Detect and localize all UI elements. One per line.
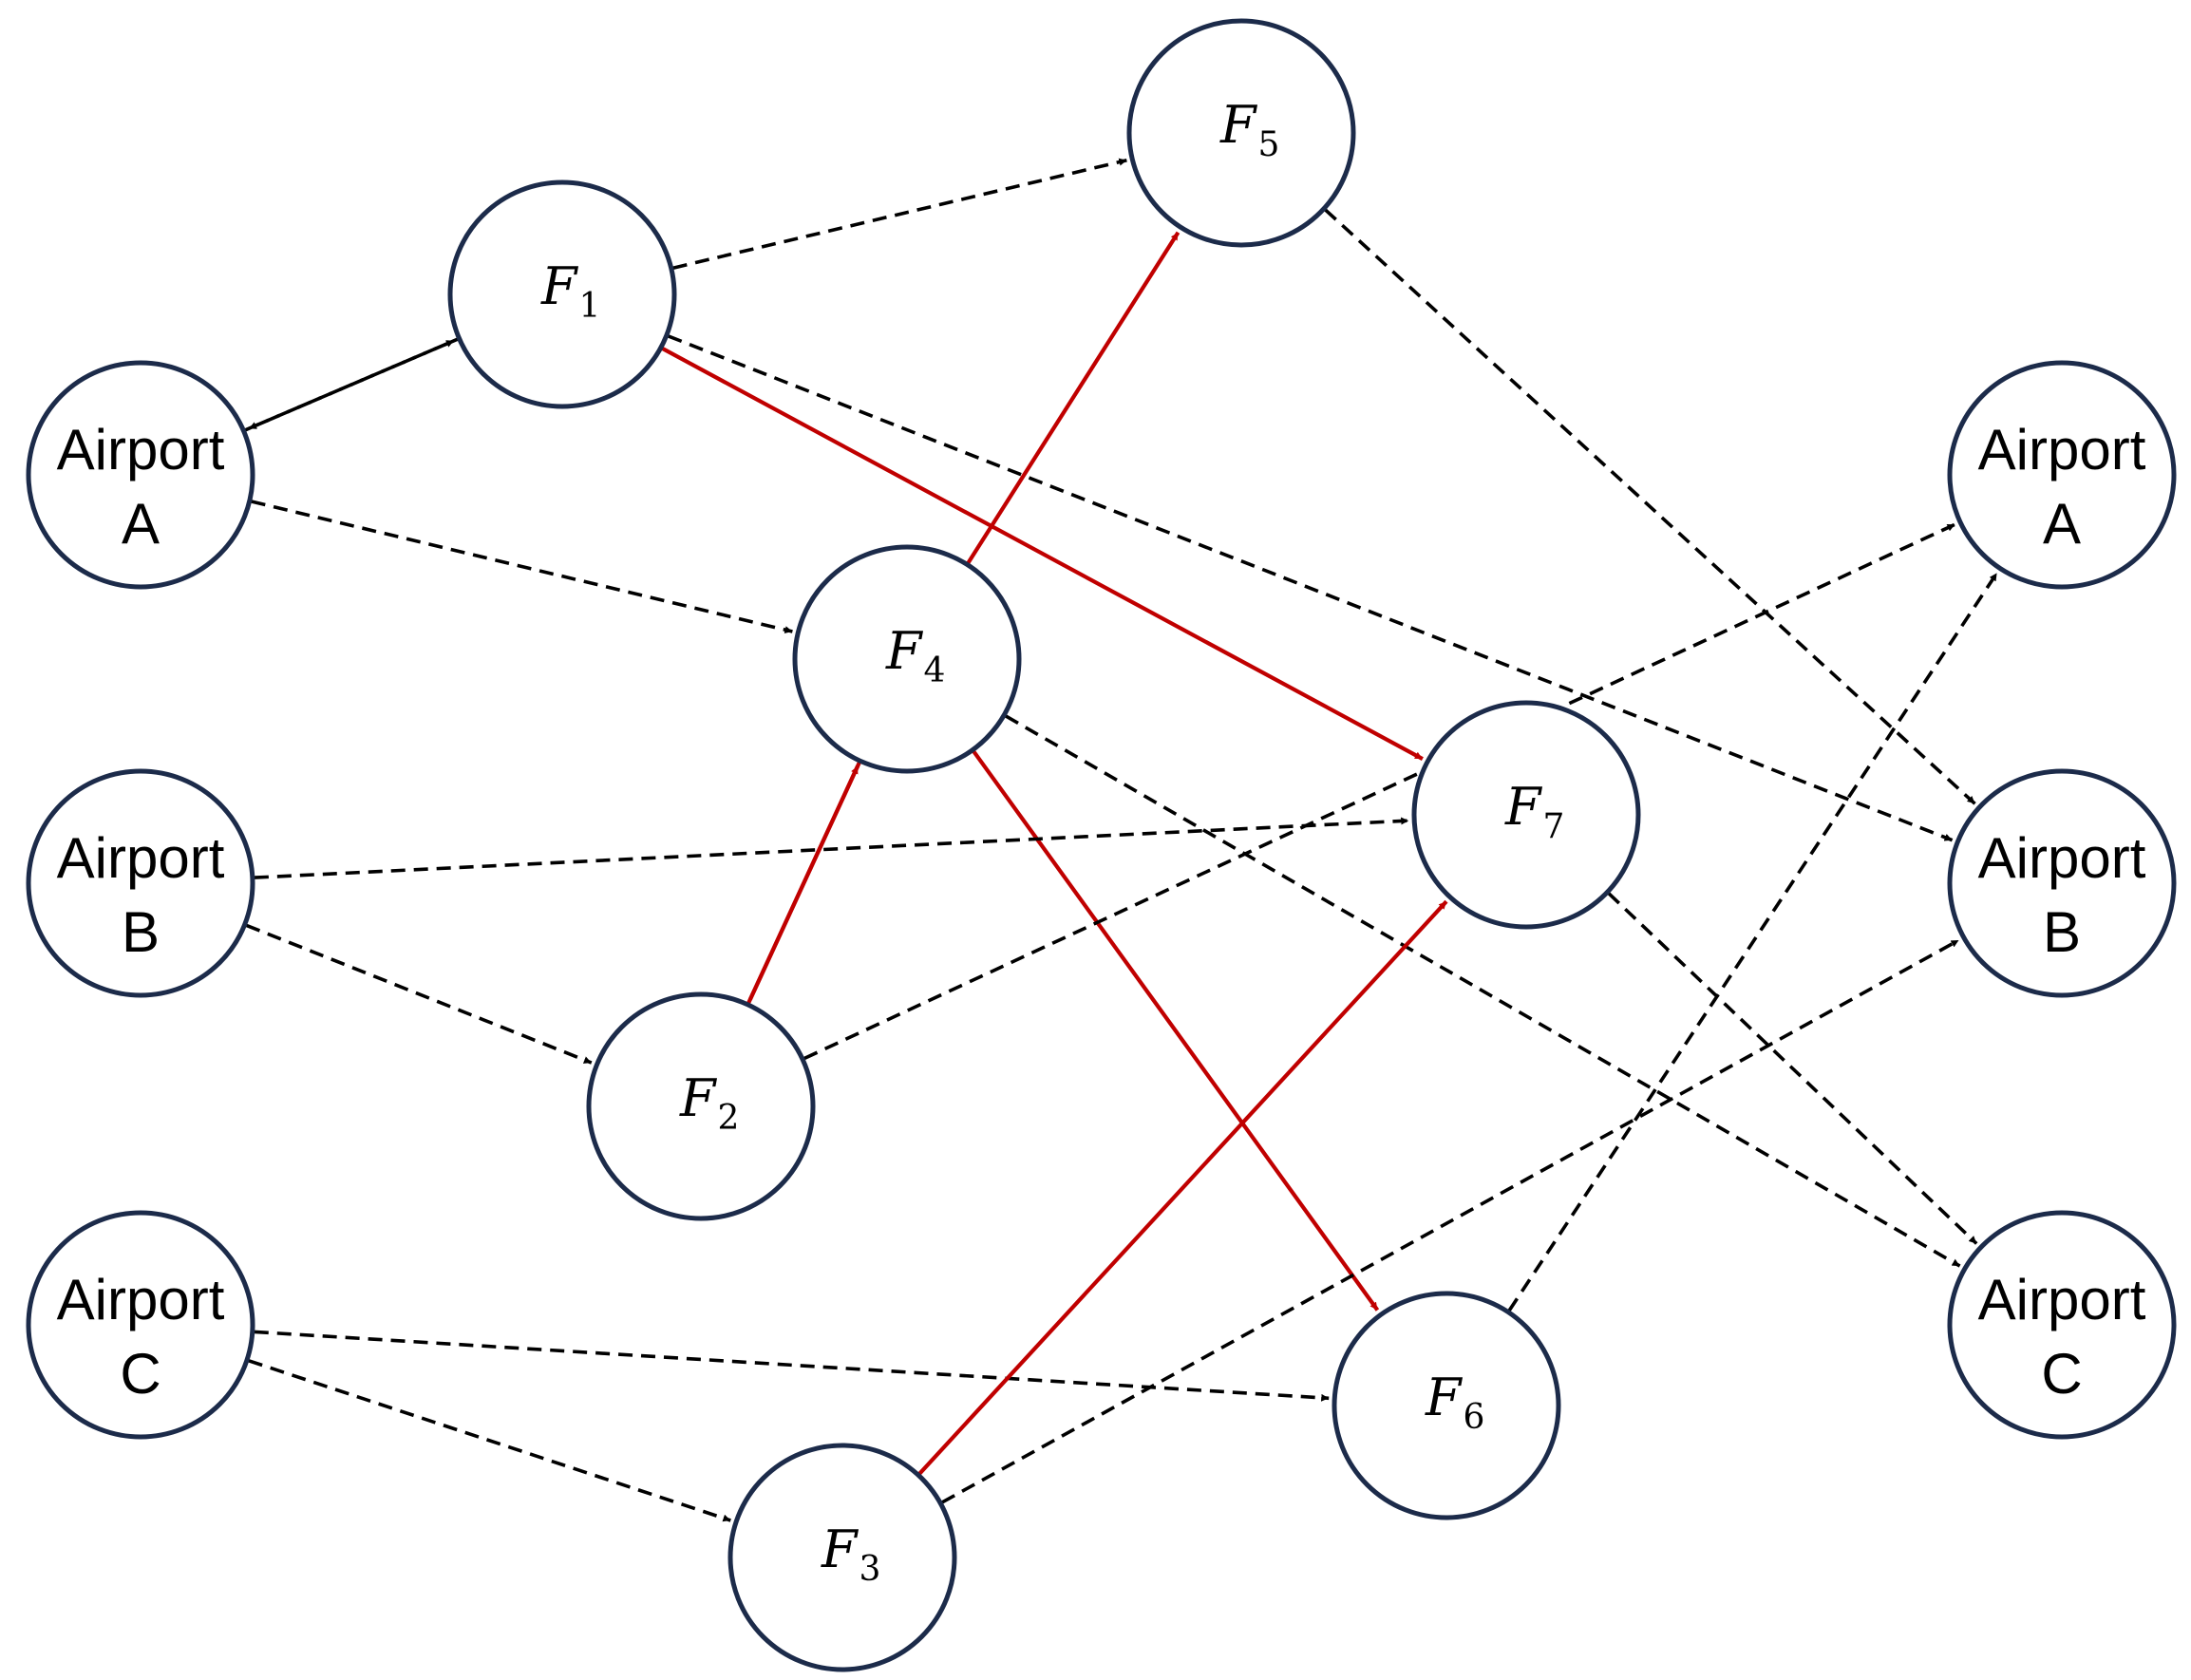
flight-letter: F	[540, 256, 579, 316]
edge-srcC-to-F3	[248, 1359, 731, 1522]
airport-label-line2: B	[2043, 900, 2081, 964]
node-circle	[447, 179, 677, 409]
node-circle	[792, 544, 1022, 774]
edge-srcA-to-F4	[251, 500, 793, 634]
edge-F2-to-dstA	[803, 522, 1956, 1061]
node-circle	[1332, 1291, 1561, 1520]
flight-subscript: 6	[1463, 1398, 1484, 1437]
airport-label-line1: Airport	[1978, 826, 2146, 890]
airport-label-line2: C	[2041, 1342, 2082, 1406]
flight-letter: F	[1425, 1368, 1464, 1427]
edge-F3-to-dstB	[941, 938, 1960, 1504]
airport-label-line1: Airport	[1978, 1268, 2146, 1331]
airport-label-line2: C	[120, 1342, 161, 1406]
node-circle	[26, 1210, 255, 1440]
flight-subscript: 1	[578, 287, 600, 326]
airport-label-line1: Airport	[1978, 418, 2146, 481]
airport-label-line2: A	[122, 492, 160, 556]
flight-letter: F	[679, 1068, 718, 1128]
edge-srcA-to-F1	[244, 339, 455, 432]
edge-F7-to-dstC	[1607, 892, 1978, 1245]
node-circle	[727, 1443, 957, 1672]
flight-label: F4	[885, 621, 945, 690]
node-F4: F4	[792, 544, 1022, 774]
edge-F5-to-dstB	[1324, 208, 1976, 805]
airport-label-line1: Airport	[57, 418, 225, 481]
edge-F4-to-F6	[972, 750, 1380, 1312]
node-layer: AirportAAirportBAirportCF1F2F3F4F5F6F7Ai…	[26, 18, 2177, 1672]
flight-label: F2	[679, 1068, 739, 1138]
node-F1: F1	[447, 179, 677, 409]
flight-subscript: 5	[1257, 125, 1279, 164]
edge-F4-to-F5	[966, 231, 1180, 564]
node-F3: F3	[727, 1443, 957, 1672]
node-circle	[1947, 1210, 2177, 1440]
node-circle	[1126, 18, 1356, 248]
airport-label-line2: A	[2043, 492, 2081, 556]
flight-label: F6	[1425, 1368, 1484, 1437]
node-F7: F7	[1411, 700, 1641, 930]
flight-subscript: 4	[923, 651, 945, 690]
edge-F1-to-dstB	[668, 334, 1954, 842]
flight-label: F5	[1219, 95, 1279, 164]
edge-F3-to-F7	[917, 899, 1448, 1476]
edge-F4-to-dstC	[1005, 714, 1961, 1268]
flight-subscript: 7	[1542, 807, 1564, 846]
airport-label-line1: Airport	[57, 826, 225, 890]
flight-letter: F	[885, 621, 924, 681]
flight-subscript: 2	[717, 1099, 739, 1138]
node-F2: F2	[586, 991, 816, 1221]
node-F6: F6	[1332, 1291, 1561, 1520]
node-circle	[1947, 360, 2177, 590]
node-circle	[26, 360, 255, 590]
flight-label: F7	[1504, 777, 1564, 846]
node-circle	[586, 991, 816, 1221]
node-F5: F5	[1126, 18, 1356, 248]
edge-F2-to-F4	[746, 764, 860, 1004]
edge-srcB-to-F7	[254, 817, 1409, 879]
node-circle	[1411, 700, 1641, 930]
edge-layer	[244, 158, 1999, 1522]
flight-subscript: 3	[859, 1550, 880, 1589]
flight-label: F1	[540, 256, 600, 326]
edge-srcB-to-F2	[245, 923, 593, 1065]
airport-label-line1: Airport	[57, 1268, 225, 1331]
node-circle	[1947, 768, 2177, 998]
edge-F1-to-F7	[661, 347, 1424, 761]
flight-letter: F	[1504, 777, 1543, 837]
edge-srcC-to-F6	[254, 1330, 1330, 1402]
edge-F6-to-dstA	[1507, 572, 1999, 1312]
flight-label: F3	[821, 1520, 880, 1589]
flight-letter: F	[1219, 95, 1258, 155]
node-circle	[26, 768, 255, 998]
edge-F1-to-F5	[672, 158, 1127, 270]
edge-F1-to-srcA	[248, 337, 459, 430]
flight-letter: F	[821, 1520, 859, 1579]
airport-label-line2: B	[122, 900, 160, 964]
